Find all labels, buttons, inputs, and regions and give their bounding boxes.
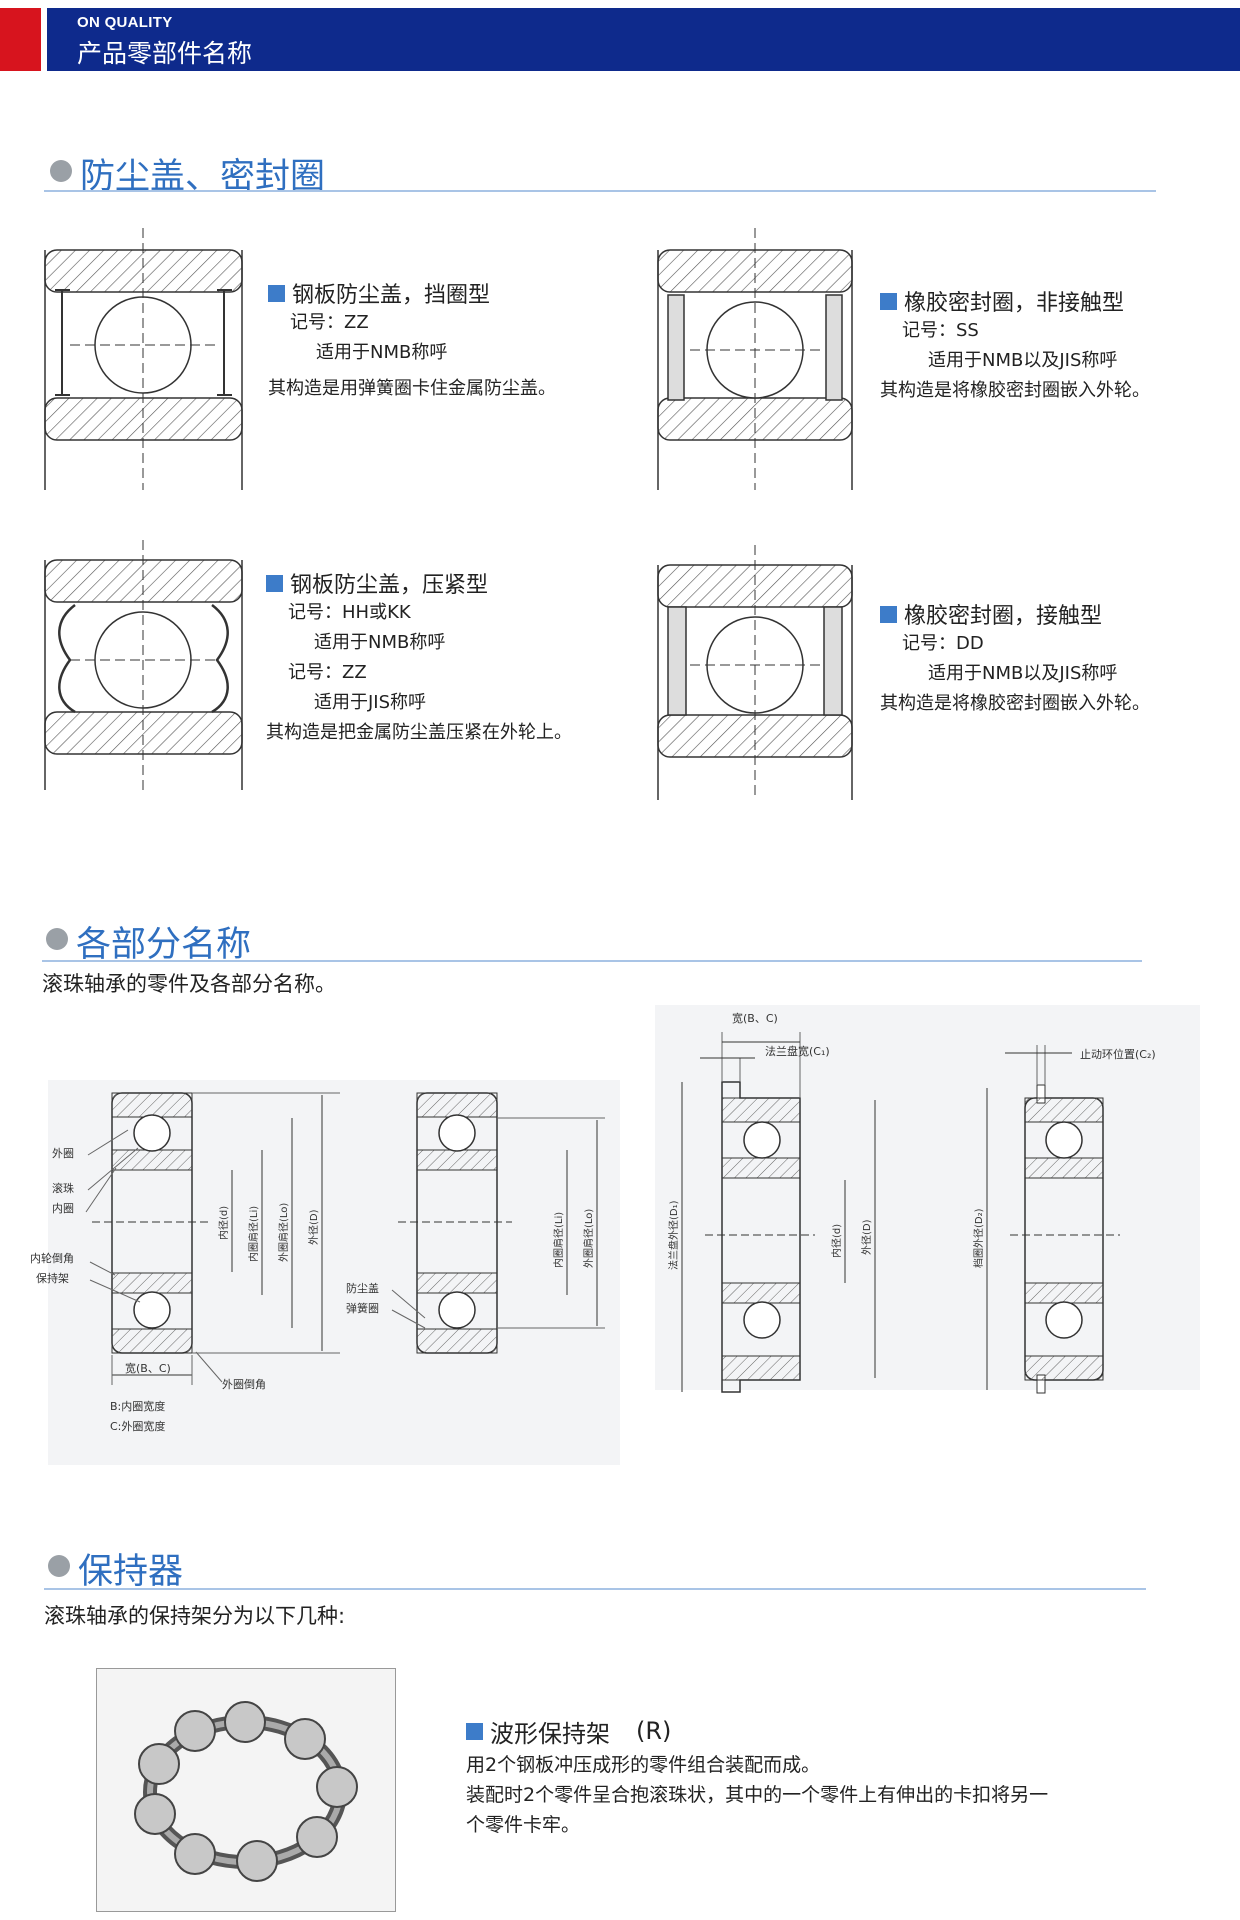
seal-code: 记号：HH或KK — [288, 602, 411, 623]
bearing-open: 外圈 滚珠 内圈 内轮倒角 保持架 宽(B、C) 外圈倒角 B:内圈宽度 C:外… — [30, 1092, 340, 1433]
seal-code: 记号：SS — [902, 320, 979, 341]
seal-block-zz: 钢板防尘盖，挡圈型 记号：ZZ 适用于NMB称呼 其构造是用弹簧圈卡住金属防尘盖… — [268, 278, 556, 404]
header-title: 产品零部件名称 — [77, 39, 253, 68]
label-ball: 滚珠 — [52, 1181, 74, 1195]
bullet-square-icon — [880, 605, 897, 623]
label-cage: 保持架 — [36, 1271, 69, 1285]
label-shield: 防尘盖 — [346, 1281, 379, 1295]
seal-standard: 适用于NMB以及JIS称呼 — [928, 350, 1118, 371]
seal-title: 钢板防尘盖，压紧型 — [290, 573, 489, 598]
label-od2: 外径(D) — [860, 1219, 873, 1255]
bullet-square-icon — [268, 284, 285, 302]
seal-standard: 适用于NMB以及JIS称呼 — [928, 663, 1118, 684]
label-c-note: C:外圈宽度 — [110, 1419, 165, 1433]
parts-diagrams: 外圈 滚珠 内圈 内轮倒角 保持架 宽(B、C) 外圈倒角 B:内圈宽度 C:外… — [30, 1011, 1156, 1433]
retainer-block-wave: 波形保持架 (R) 用2个钢板冲压成形的零件组合装配而成。 装配时2个零件呈合抱滚… — [466, 1716, 1048, 1840]
seal-block-hh: 钢板防尘盖，压紧型 记号：HH或KK 适用于NMB称呼 记号：ZZ 适用于JIS… — [266, 568, 572, 748]
retainer-title: 波形保持架 — [490, 1719, 610, 1748]
seal-desc: 其构造是将橡胶密封圈嵌入外轮。 — [880, 380, 1150, 401]
label-outer-ring: 外圈 — [52, 1147, 74, 1160]
bullet-square-icon — [880, 292, 897, 310]
section-bullet-icon — [46, 928, 68, 950]
section-desc-retainer: 滚珠轴承的保持架分为以下几种: — [44, 1604, 346, 1628]
label-inner-ring: 内圈 — [52, 1201, 74, 1215]
seal-code: 记号：ZZ — [288, 662, 367, 683]
section-title-retainer: 保持器 — [78, 1552, 184, 1592]
seal-diagram-hh — [44, 540, 243, 790]
wave-cage-image — [134, 1701, 358, 1882]
label-outer-shoulder2: 外圈肩径(Lo) — [582, 1209, 595, 1268]
retainer-code: (R) — [636, 1717, 672, 1745]
section-desc-parts: 滚珠轴承的零件及各部分名称。 — [42, 972, 336, 996]
bearing-snap-ring: 止动环位置(C₂) 档圈外径(D₂) — [972, 1045, 1156, 1394]
section-divider — [42, 960, 1142, 962]
section-bullet-icon — [50, 160, 72, 182]
label-width2: 宽(B、C) — [732, 1011, 778, 1025]
seal-block-dd: 橡胶密封圈，接触型 记号：DD 适用于NMB以及JIS称呼 其构造是将橡胶密封圈… — [880, 599, 1150, 719]
label-inner-shoulder2: 内圈肩径(Li) — [552, 1212, 565, 1268]
seal-desc: 其构造是把金属防尘盖压紧在外轮上。 — [266, 722, 572, 743]
label-inner-chamfer: 内轮倒角 — [30, 1251, 74, 1265]
seal-diagram-zz — [44, 228, 243, 490]
seal-desc: 其构造是用弹簧圈卡住金属防尘盖。 — [268, 378, 556, 399]
seal-diagram-ss — [657, 228, 853, 490]
section-title-parts: 各部分名称 — [76, 925, 252, 965]
label-od: 外径(D) — [307, 1209, 320, 1245]
section-divider — [44, 190, 1156, 192]
seal-standard: 适用于NMB称呼 — [314, 632, 446, 653]
label-flange-width: 法兰盘宽(C₁) — [765, 1044, 830, 1058]
retainer-desc-line: 用2个钢板冲压成形的零件组合装配而成。 — [466, 1754, 821, 1776]
seal-code: 记号：ZZ — [290, 312, 369, 333]
seal-title: 橡胶密封圈，接触型 — [904, 604, 1103, 629]
header-banner — [47, 8, 1240, 71]
label-outer-chamfer: 外圈倒角 — [222, 1378, 266, 1391]
label-snap-ring: 弹簧圈 — [346, 1301, 379, 1315]
label-width: 宽(B、C) — [125, 1361, 171, 1375]
seal-block-ss: 橡胶密封圈，非接触型 记号：SS 适用于NMB以及JIS称呼 其构造是将橡胶密封… — [880, 286, 1150, 406]
retainer-desc-line: 个零件卡牢。 — [466, 1814, 581, 1836]
seal-code: 记号：DD — [902, 633, 984, 654]
seal-diagrams — [44, 228, 853, 800]
retainer-photo — [96, 1668, 396, 1912]
label-stop-ring-od: 档圈外径(D₂) — [972, 1208, 985, 1268]
seal-standard: 适用于JIS称呼 — [314, 692, 427, 713]
section-bullet-icon — [48, 1555, 70, 1577]
bullet-square-icon — [466, 1722, 483, 1740]
bullet-square-icon — [266, 574, 283, 592]
header-brand: ON QUALITY — [77, 14, 173, 31]
seal-diagram-dd — [657, 545, 853, 800]
label-flange-od: 法兰盘外径(D₁) — [667, 1200, 680, 1270]
retainer-desc-line: 装配时2个零件呈合抱滚珠状，其中的一个零件上有伸出的卡扣将另一 — [466, 1784, 1049, 1806]
label-bore: 内径(d) — [217, 1206, 230, 1240]
bearing-shielded: 防尘盖 弹簧圈 内圈肩径(Li) 外圈肩径(Lo) — [346, 1092, 605, 1354]
label-b-note: B:内圈宽度 — [110, 1399, 165, 1413]
label-bore2: 内径(d) — [830, 1224, 843, 1258]
seal-title: 钢板防尘盖，挡圈型 — [292, 283, 491, 308]
bearing-flanged: 宽(B、C) 法兰盘宽(C₁) 法兰盘外径(D₁) 内径(d) 外径(D) — [667, 1011, 876, 1393]
seal-title: 橡胶密封圈，非接触型 — [904, 291, 1125, 316]
section-divider — [44, 1588, 1146, 1590]
seal-standard: 适用于NMB称呼 — [316, 342, 448, 363]
label-inner-shoulder: 内圈肩径(Li) — [247, 1206, 260, 1262]
label-outer-shoulder: 外圈肩径(Lo) — [277, 1203, 290, 1262]
header-red-block — [0, 8, 41, 71]
label-stop-ring-pos: 止动环位置(C₂) — [1080, 1047, 1156, 1061]
seal-desc: 其构造是将橡胶密封圈嵌入外轮。 — [880, 693, 1150, 714]
